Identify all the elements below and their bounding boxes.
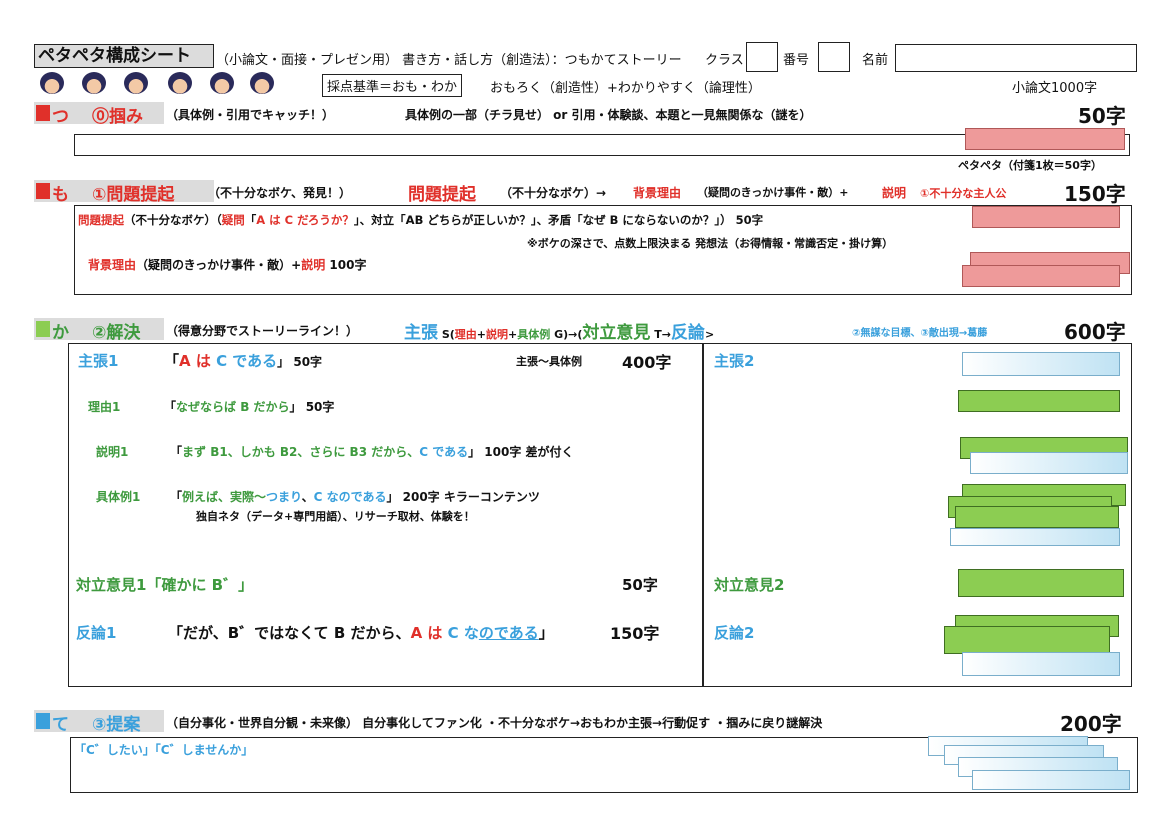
section-header-bg: [34, 318, 164, 340]
section-marker-icon: [36, 713, 50, 729]
number-field[interactable]: [818, 42, 850, 72]
number-label: 番号: [783, 53, 810, 68]
claim1-label: 主張1: [78, 352, 119, 370]
sticky-note[interactable]: [958, 390, 1120, 412]
section-ka-desc: （得意分野でストーリーライン！）: [166, 324, 359, 338]
section-ka-mark: か: [52, 323, 69, 343]
section-ka-title: ②解決: [92, 323, 141, 343]
example1-line2: 独自ネタ（データ+専門用語）、リサーチ取材、体験を！: [196, 510, 475, 523]
claim-range: 主張～具体例: [516, 355, 582, 368]
sheet-subtitle: （小論文・面接・プレゼン用） 書き方・話し方（創造法）：つもかてストーリー: [216, 53, 682, 68]
section-mo-bg-desc: （疑問のきっかけ事件・敵）+: [697, 186, 849, 199]
character-avatar: [40, 72, 64, 94]
counter1-count: 50字: [622, 576, 658, 594]
section-marker-icon: [36, 183, 50, 199]
section-tsu-detail: 具体例の一部（チラ見せ） or 引用・体験談、本題と一見無関係な（謎を）: [405, 108, 812, 122]
reason1-text: 「なぜならば B だから」 50字: [164, 400, 335, 414]
character-avatar: [124, 72, 148, 94]
claim1-text: 「A は C である」 50字: [164, 352, 323, 370]
explain1-text: 「まず B1、しかも B2、さらに B3 だから、C である」 100字 差が付…: [170, 445, 574, 459]
section-header-bg: [34, 710, 164, 732]
reason1-label: 理由1: [88, 400, 121, 414]
name-field[interactable]: [895, 44, 1137, 72]
word-count-total: 小論文1000字: [1012, 81, 1098, 96]
sticky-note[interactable]: [958, 569, 1124, 597]
example1-label: 具体例1: [96, 490, 141, 504]
sticky-note[interactable]: [944, 626, 1110, 654]
sticky-note[interactable]: [962, 652, 1120, 676]
column-divider: [702, 343, 704, 687]
section-mo-head2-desc: （不十分なボケ）→: [500, 186, 607, 200]
example1-text: 「例えば、実際～つまり、C なのである」 200字 キラーコンテンツ: [170, 490, 540, 504]
mo-line1: 問題提起（不十分なボケ）（疑問「A は C だろうか？」、対立「AB どちらが正…: [78, 213, 764, 227]
rebut1-label: 反論1: [76, 624, 117, 642]
section-mo-bg: 背景理由: [633, 186, 682, 200]
sticky-note[interactable]: [972, 770, 1130, 790]
sticky-note[interactable]: [965, 128, 1125, 150]
sticky-note[interactable]: [955, 506, 1119, 528]
section-header-bg: [34, 180, 214, 202]
section-mo-title: ①問題提起: [92, 185, 175, 205]
criteria-label: 採点基準＝おも・わか: [322, 74, 463, 97]
claim2-label: 主張2: [714, 352, 755, 370]
class-label: クラス: [705, 53, 744, 68]
rebut2-label: 反論2: [714, 624, 755, 642]
section-mo-count: 150字: [1064, 182, 1126, 206]
section-te-title: ③提案: [92, 715, 141, 735]
sticky-note[interactable]: [962, 265, 1120, 287]
section-marker-icon: [36, 105, 50, 121]
class-field[interactable]: [746, 42, 778, 72]
rebut1-count: 150字: [610, 624, 660, 643]
section-tsu-desc: （具体例・引用でキャッチ！）: [166, 108, 335, 122]
mo-answer-box[interactable]: [74, 205, 1132, 295]
section-te-desc: （自分事化・世界自分観・未来像） 自分事化してファン化 ・不十分なボケ→おもわか…: [166, 716, 823, 730]
explain1-label: 説明1: [96, 445, 129, 459]
section-tsu-count: 50字: [1078, 104, 1126, 128]
mo-line3: 背景理由（疑問のきっかけ事件・敵）+説明 100字: [88, 258, 367, 272]
section-marker-icon: [36, 321, 50, 337]
section-te-count: 200字: [1060, 712, 1122, 736]
section-mo-mark: も: [52, 185, 69, 205]
character-avatar: [250, 72, 274, 94]
section-ka-extra: ②無謀な目標、③敵出現→葛藤: [852, 328, 988, 339]
section-ka-formula: 主張 S(理由+説明+具体例 G)→(対立意見 T→反論>: [404, 323, 715, 343]
sticky-note[interactable]: [972, 206, 1120, 228]
rebut1-text: 「だが、B゛ではなくて B だから、A は C なのである」: [168, 624, 554, 642]
te-example: 「C゛したい」「C゛しませんか」: [74, 743, 254, 757]
name-label: 名前: [862, 53, 889, 68]
section-mo-extra: ①不十分な主人公: [920, 187, 1007, 200]
section-te-mark: て: [52, 715, 69, 735]
section-ka-count: 600字: [1064, 320, 1126, 344]
sheet-title: ペタペタ構成シート: [34, 44, 214, 68]
character-avatar: [168, 72, 192, 94]
sticky-note-rule: ペタペタ（付箋1枚＝50字）: [958, 159, 1102, 172]
section-mo-desc: （不十分なボケ、発見！）: [208, 186, 352, 200]
sticky-note[interactable]: [950, 528, 1120, 546]
sticky-note[interactable]: [970, 452, 1128, 474]
sticky-note[interactable]: [962, 352, 1120, 376]
counter1-text: 対立意見1「確かに B゛」: [76, 576, 254, 594]
claim-range-count: 400字: [622, 353, 672, 372]
character-avatar: [82, 72, 106, 94]
character-avatar: [210, 72, 234, 94]
mo-line2: ※ボケの深さで、点数上限決まる 発想法（お得情報・常識否定・掛け算）: [527, 237, 894, 250]
criteria-desc: おもろく（創造性）+わかりやすく（論理性）: [490, 81, 761, 96]
section-header-bg: [34, 102, 164, 124]
section-tsu-mark: つ: [52, 107, 69, 127]
counter2-label: 対立意見2: [714, 576, 785, 594]
tsu-answer-box[interactable]: [74, 134, 1130, 156]
section-tsu-title: ⓪掴み: [92, 107, 143, 127]
section-mo-head2: 問題提起: [408, 185, 476, 205]
section-mo-exp: 説明: [882, 186, 907, 200]
